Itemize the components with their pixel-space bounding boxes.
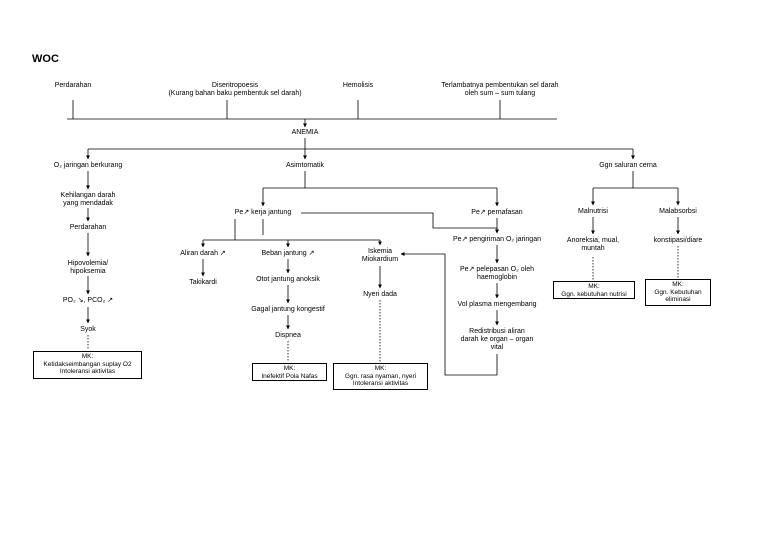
node-ggn-saluran-cerna: Ggn saluran cerna [599,162,657,169]
node-malabsorbsi: Malabsorbsi [659,208,697,215]
node-redistribusi: Redistribusi aliran darah ke organ – org… [460,328,534,351]
node-hipovolemia: Hipovolemia/ hipoksemia [67,260,109,275]
node-nyeri-dada: Nyeri dada [363,291,397,298]
node-takikardi: Takikardi [189,279,217,286]
mk-box-oksigenasi: MK: Ketidakseimbangan suplay O2 Intolera… [33,351,142,379]
node-gagal-jantung: Gagal jantung kongestif [251,306,325,313]
node-pengiriman-o2: Pe↗ pengiriman O₂ jaringan [453,236,541,243]
node-vol-plasma: Vol plasma mengembang [457,301,537,308]
node-hemolisis: Hemolisis [342,82,374,89]
node-iskemia: Iskemia Miokardium [361,248,399,263]
node-po2-pco2: PO₂ ↘, PCO₂ ↗ [62,297,114,304]
node-pernafasan: Pe↗ pernafasan [471,209,523,216]
node-perdarahan-cause: Perdarahan [54,82,92,89]
node-anoreksia: Anoreksia, mual, muntah [566,237,620,252]
mk-box-pola-nafas: MK: Inefektif Pola Nafas [252,363,327,381]
node-beban-jantung: Beban jantung ↗ [261,250,315,257]
mk-box-nyeri: MK: Ggn. rasa nyaman, nyeri Intoleransi … [333,363,428,390]
connector-40 [400,252,498,376]
node-perdarahan: Perdarahan [69,224,107,231]
node-anemia: ANEMIA [291,129,319,136]
node-diseritropoesis: Diseritropoesis (Kurang bahan baku pembe… [168,82,302,97]
node-malnutrisi: Malnutrisi [578,208,608,215]
node-syok: Syok [80,326,96,333]
node-pelepasan-o2: Pe↗ pelepasan O₂ oleh haemoglobin [460,266,534,281]
node-kehilangan-darah: Kehilangan darah yang mendadak [60,192,116,207]
node-o2-jaringan: O₂ jaringan berkurang [53,162,123,169]
connector-35 [301,212,499,234]
node-konstipasi: konstipasi/diare [653,237,703,244]
mk-box-eliminasi: MK: Ggn. Kebutuhan eliminasi [645,279,711,306]
mk-box-nutrisi: MK: Ggn. kebutuhan nutrisi [553,281,635,299]
node-asimtomatik: Asimtomatik [285,162,325,169]
node-dispnea: Dispnea [275,332,301,339]
diagram-title: WOC [32,53,59,65]
node-terlambat-pembentukan: Terlambatnya pembentukan sel darah oleh … [441,82,559,97]
node-aliran-darah: Aliran darah ↗ [180,250,226,257]
node-kerja-jantung: Pe↗ kerja jantung [234,209,292,216]
node-otot-jantung: Otot jantung anoksik [256,276,320,283]
